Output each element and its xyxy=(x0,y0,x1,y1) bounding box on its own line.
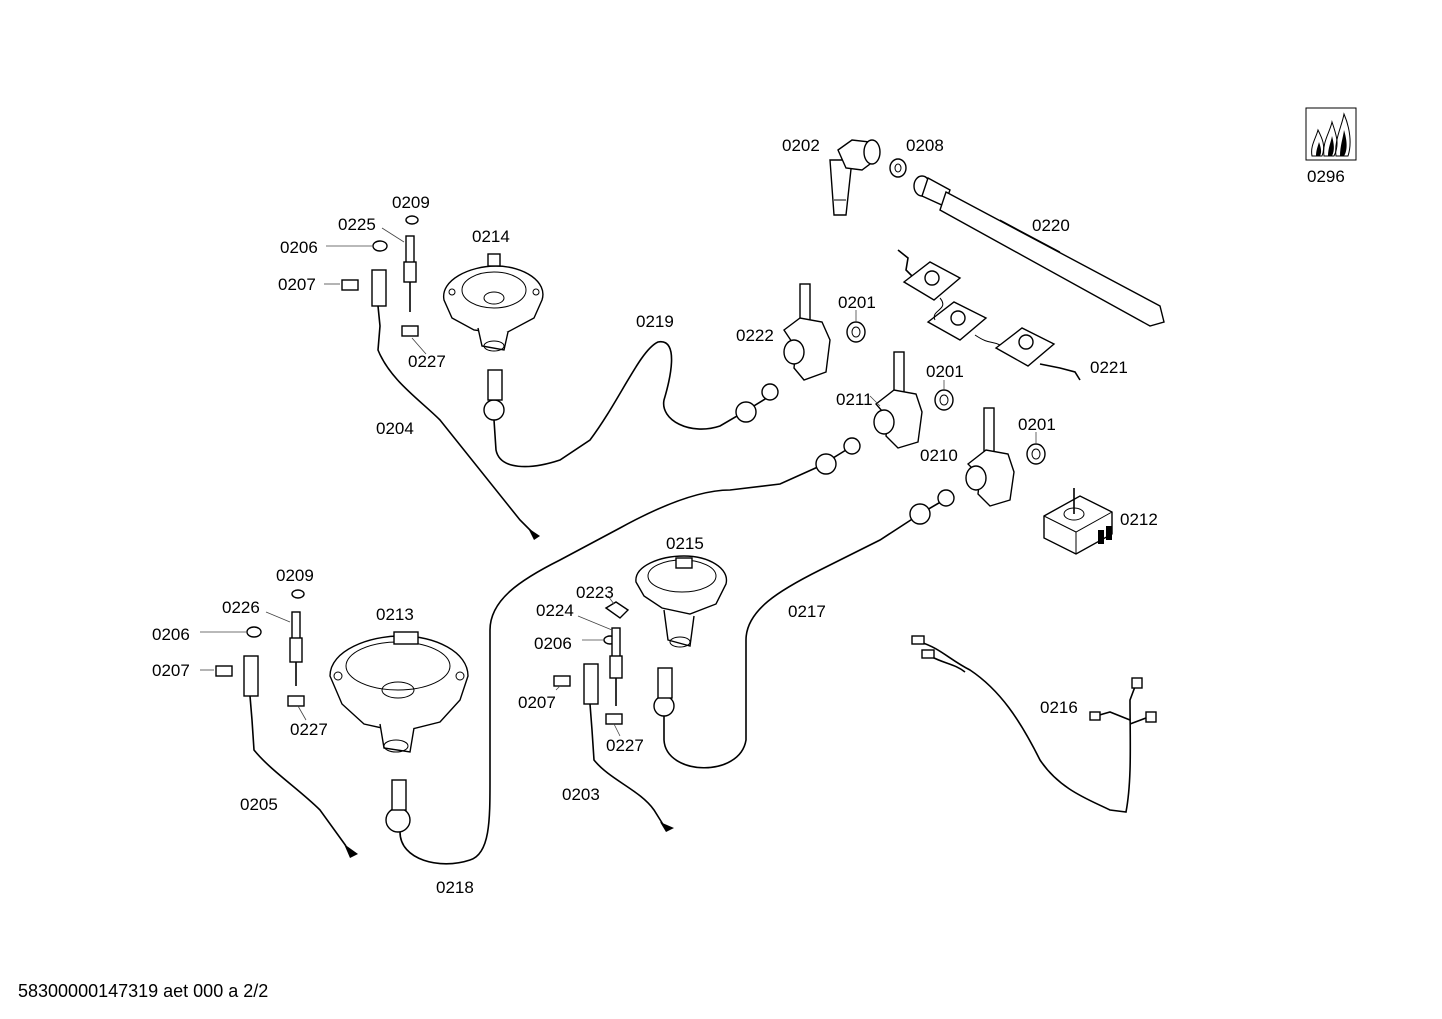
ignition-electrode-0225 xyxy=(403,235,417,312)
label-0207-mid: 0207 xyxy=(518,693,556,712)
label-0213: 0213 xyxy=(376,605,414,624)
part-labels: 0202 0208 0296 0220 0221 0201 0201 0201 … xyxy=(152,136,1345,897)
gas-rail-pipe xyxy=(913,175,1165,327)
label-0201-b: 0201 xyxy=(926,362,964,381)
bracket-0223 xyxy=(604,601,630,619)
label-0214: 0214 xyxy=(472,227,510,246)
label-0227-left: 0227 xyxy=(290,720,328,739)
label-0219: 0219 xyxy=(636,312,674,331)
label-0296: 0296 xyxy=(1307,167,1345,186)
valve-0210 xyxy=(965,407,1046,507)
gas-tube-0218 xyxy=(399,449,847,865)
clip-0207-mid xyxy=(553,675,571,687)
leader-lines xyxy=(200,227,1037,737)
label-0207-top: 0207 xyxy=(278,275,316,294)
tube-fitting-0219-b xyxy=(735,383,779,423)
label-0225: 0225 xyxy=(338,215,376,234)
label-0208: 0208 xyxy=(906,136,944,155)
label-0221: 0221 xyxy=(1090,358,1128,377)
label-0224: 0224 xyxy=(536,601,574,620)
burner-cup-0213 xyxy=(329,631,469,753)
washer-0209-top xyxy=(405,215,419,225)
label-0207-left: 0207 xyxy=(152,661,190,680)
tube-fitting-0218-b xyxy=(815,437,861,475)
flame-symbol-icon xyxy=(1305,107,1357,161)
clip-0227-top xyxy=(401,325,419,337)
label-0203: 0203 xyxy=(562,785,600,804)
clip-0207-left xyxy=(215,665,233,677)
label-0220: 0220 xyxy=(1032,216,1070,235)
clip-0227-mid xyxy=(605,713,623,725)
label-0226: 0226 xyxy=(222,598,260,617)
washer-0206-left xyxy=(246,626,262,638)
washer-0208 xyxy=(889,158,907,178)
elbow-connector xyxy=(829,139,881,216)
label-0206-mid: 0206 xyxy=(534,634,572,653)
label-0204: 0204 xyxy=(376,419,414,438)
label-0209-left: 0209 xyxy=(276,566,314,585)
clip-0207-top xyxy=(341,279,359,291)
label-0227-mid: 0227 xyxy=(606,736,644,755)
clip-0227-left xyxy=(287,695,305,707)
tube-fitting-0219-a xyxy=(483,369,505,421)
label-0201-a: 0201 xyxy=(838,293,876,312)
label-0209-top: 0209 xyxy=(392,193,430,212)
label-0211: 0211 xyxy=(836,390,873,409)
label-0227-top: 0227 xyxy=(408,352,446,371)
thermocouple-0204 xyxy=(371,269,540,540)
burner-cup-0214 xyxy=(443,253,544,352)
gas-tube-0217 xyxy=(663,499,945,769)
label-0210: 0210 xyxy=(920,446,958,465)
wiring-harness xyxy=(911,635,1157,813)
gas-tube-0219 xyxy=(491,341,771,468)
document-code: 58300000147319 aet 000 a 2/2 xyxy=(18,981,269,1001)
spark-module xyxy=(1043,488,1113,555)
tube-fitting-0217-b xyxy=(909,489,955,525)
label-0223: 0223 xyxy=(576,583,614,602)
label-0215: 0215 xyxy=(666,534,704,553)
label-0217: 0217 xyxy=(788,602,826,621)
ignition-electrode-0224 xyxy=(609,627,623,706)
valve-0211 xyxy=(873,351,954,449)
tube-fitting-0218-a xyxy=(385,779,411,833)
label-0206-top: 0206 xyxy=(280,238,318,257)
thermocouple-0203 xyxy=(583,663,674,832)
burner-cup-0215 xyxy=(635,555,728,648)
label-0222: 0222 xyxy=(736,326,774,345)
ignition-electrode-0226 xyxy=(289,611,303,686)
tube-fitting-0217-a xyxy=(653,667,675,717)
label-0206-left: 0206 xyxy=(152,625,190,644)
thermocouple-0205 xyxy=(243,655,358,858)
label-0212: 0212 xyxy=(1120,510,1158,529)
label-0201-c: 0201 xyxy=(1018,415,1056,434)
label-0218: 0218 xyxy=(436,878,474,897)
ignition-switch-assembly xyxy=(897,249,1081,381)
washer-0209-left xyxy=(291,589,305,599)
label-0205: 0205 xyxy=(240,795,278,814)
label-0202: 0202 xyxy=(782,136,820,155)
washer-0206-top xyxy=(372,240,388,252)
label-0216: 0216 xyxy=(1040,698,1078,717)
